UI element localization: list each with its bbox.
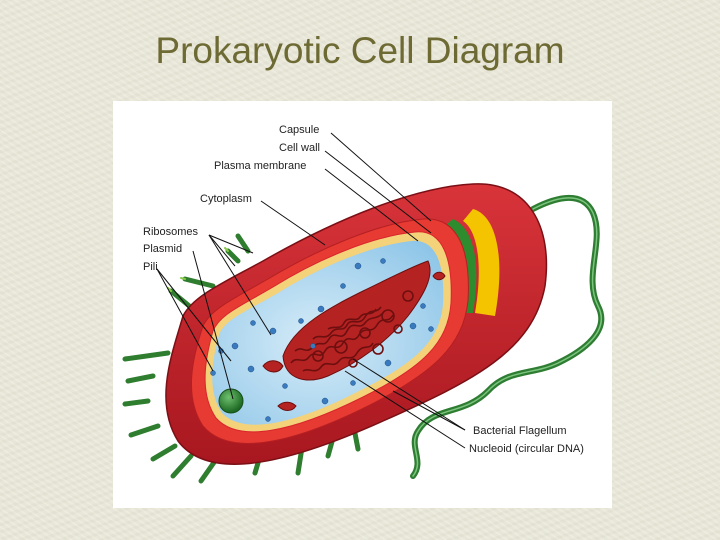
label-capsule: Capsule <box>279 124 319 136</box>
label-plasmid: Plasmid <box>143 243 182 255</box>
label-pili: Pili <box>143 261 158 273</box>
cell-diagram-svg: Capsule Cell wall Plasma membrane Cytopl… <box>113 101 612 508</box>
slide-title: Prokaryotic Cell Diagram <box>0 30 720 72</box>
prokaryotic-cell-figure: Capsule Cell wall Plasma membrane Cytopl… <box>113 101 612 508</box>
label-cytoplasm: Cytoplasm <box>200 193 252 205</box>
label-nucleoid: Nucleoid (circular DNA) <box>469 443 584 455</box>
dna-fragment <box>433 272 445 280</box>
label-ribosomes: Ribosomes <box>143 226 199 238</box>
label-bacterial-flagellum: Bacterial Flagellum <box>473 425 567 437</box>
label-plasma-membrane: Plasma membrane <box>214 160 306 172</box>
label-cell-wall: Cell wall <box>279 142 320 154</box>
